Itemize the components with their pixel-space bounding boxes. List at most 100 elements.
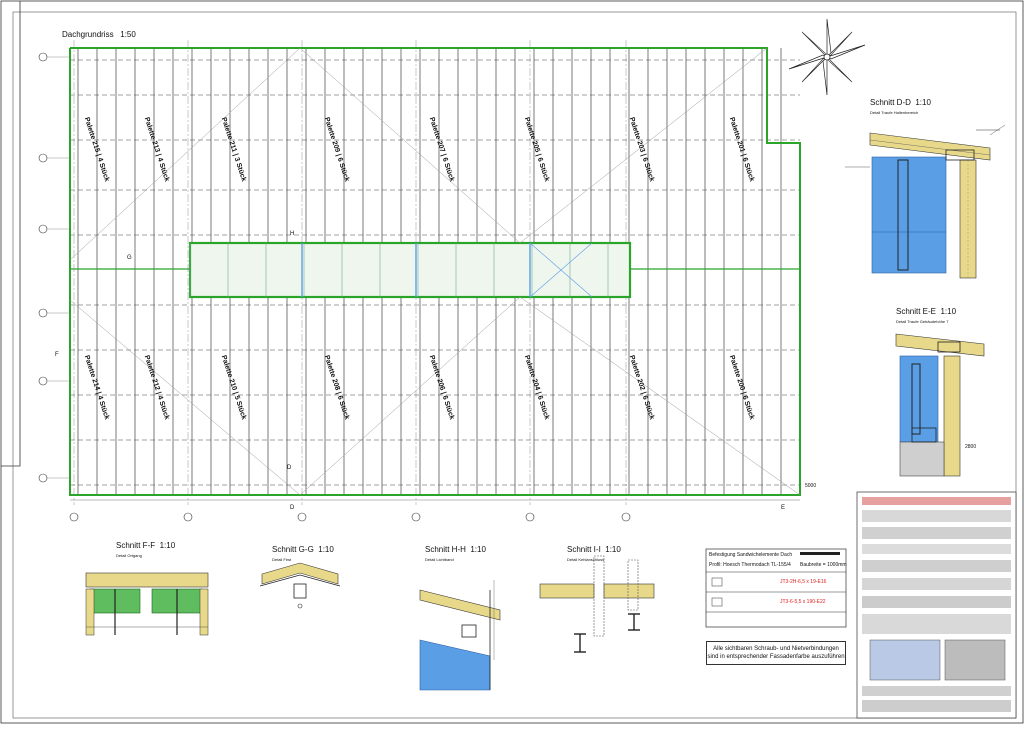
section-hh-sub: Detail Lichtband (425, 557, 454, 562)
plan-title-text: Dachgrundriss (62, 30, 114, 39)
axis-left (38, 52, 70, 483)
redacted-row (862, 527, 1011, 539)
section-ii-sub: Detail Kehlanschluss (567, 557, 605, 562)
title-block-redacted (862, 497, 1011, 712)
section-hh-title-text: Schnitt H-H (425, 545, 466, 554)
axis-bubble (38, 153, 48, 163)
section-ii-scale: 1:10 (605, 545, 621, 554)
axis-bubble (411, 512, 421, 522)
pallet-label-bottom: Palette 210 | 5 Stück (220, 354, 247, 420)
pallet-label-bottom: Palette 200 | 6 Stück (728, 354, 755, 420)
section-dd-detail (845, 124, 1006, 279)
section-ff-detail (85, 572, 209, 636)
pallet-label-bottom: Palette 204 | 6 Stück (523, 354, 550, 420)
pallet-label-bottom: Palette 214 | 4 Stück (83, 354, 110, 420)
redacted-row (862, 497, 1011, 505)
section-ee-title: Schnitt E-E 1:10 (896, 307, 956, 317)
inner-frame (12, 11, 1017, 719)
axis-bubble (525, 512, 535, 522)
skylight-band (188, 241, 632, 299)
section-mark-h: H (290, 231, 295, 237)
pallet-label-top: Palette 205 | 6 Stück (523, 116, 550, 182)
section-hh-detail (419, 580, 501, 691)
stamp-redacted (944, 639, 1006, 681)
north-arrow (788, 18, 866, 96)
section-ff-scale: 1:10 (159, 541, 176, 550)
redacted-row (862, 510, 1011, 522)
section-hh-scale: 1:10 (470, 545, 486, 554)
section-ff-sub: Detail Ortgang (116, 553, 142, 558)
plan-scale: 1:50 (120, 30, 136, 39)
bracing (69, 47, 801, 496)
section-dd-title: Schnitt D-D 1:10 (870, 98, 931, 108)
section-mark-d: D (287, 465, 292, 471)
fastening-title: Befestigung Sandwichelemente Dach (709, 552, 793, 558)
section-gg-sub: Detail First (272, 557, 292, 562)
dim-right: 2800 (965, 444, 977, 450)
section-dd-title-text: Schnitt D-D (870, 98, 911, 107)
section-mark-f: F (55, 352, 59, 358)
fastening-profile: Profil: Hoesch Thermodach TL-155/4 (709, 562, 791, 568)
axis-bottom (69, 499, 800, 522)
pallet-label-top: Palette 207 | 6 Stück (428, 116, 455, 182)
section-dd-sub: Detail Traufe Hallenbereich (870, 110, 919, 115)
axis-bubble (38, 376, 48, 386)
axis-bubble (38, 224, 48, 234)
section-ee-sub: Detail Traufe Gebäudehöhe 7 (896, 319, 949, 324)
logo-redacted (869, 639, 941, 681)
fastening-legend-box (705, 548, 847, 628)
section-ff-title-text: Schnitt F-F (116, 541, 156, 550)
axis-letter-d: D (290, 505, 295, 511)
pallet-label-bottom: Palette 206 | 6 Stück (428, 354, 455, 420)
section-ee-title-text: Schnitt E-E (896, 307, 937, 316)
redacted-row (862, 544, 1011, 554)
fastening-screw-2: JT3-6-5,5 x 190-E22 (780, 599, 826, 605)
section-ii-title-text: Schnitt I-I (567, 545, 601, 554)
axis-bubble (38, 52, 48, 62)
skylight-cells (189, 242, 609, 298)
title-block (856, 491, 1017, 719)
plan-title: Dachgrundriss 1:50 (62, 30, 136, 40)
axis-bubble (38, 308, 48, 318)
pallet-label-bottom: Palette 202 | 6 Stück (628, 354, 655, 420)
redacted-row (862, 700, 1011, 712)
section-gg-title: Schnitt G-G 1:10 (272, 545, 334, 555)
pallet-label-bottom: Palette 208 | 6 Stück (323, 354, 350, 420)
fastening-screw-1: JT3-2H-6,5 x 19-E16 (780, 579, 827, 585)
pallet-label-top: Palette 211 | 3 Stück (220, 117, 247, 183)
section-ii-title: Schnitt I-I 1:10 (567, 545, 621, 555)
redacted-row (862, 686, 1011, 696)
section-gg-detail (259, 562, 341, 609)
redacted-row (862, 578, 1011, 590)
axis-bubble (621, 512, 631, 522)
axis-letter-e: E (781, 505, 786, 511)
pallet-label-top: Palette 201 | 6 Stück (728, 116, 755, 182)
pallet-label-bottom: Palette 212 | 4 Stück (143, 354, 170, 420)
axis-bubble (69, 512, 79, 522)
section-ee-detail (895, 333, 985, 477)
axis-bubble (183, 512, 193, 522)
section-gg-scale: 1:10 (318, 545, 334, 554)
dim-total: 5000 (805, 483, 817, 489)
binding-margin (1, 1, 21, 467)
section-gg-title-text: Schnitt G-G (272, 545, 314, 554)
pallet-label-top: Palette 203 | 6 Stück (628, 116, 655, 182)
fastening-width: Baubreite = 1000mm (800, 562, 847, 568)
redacted-row (862, 560, 1011, 572)
section-dd-scale: 1:10 (915, 98, 931, 107)
section-ee-scale: 1:10 (940, 307, 957, 316)
section-ii-detail (539, 555, 655, 653)
pallet-label-top: Palette 215 | 4 Stück (83, 116, 110, 182)
pallet-label-top: Palette 209 | 6 Stück (323, 116, 350, 182)
section-mark-g: G (127, 255, 132, 261)
roof-plan: Palette 215 | 4 Stück Palette 213 | 4 Stü… (38, 40, 801, 522)
redacted-row (862, 596, 1011, 608)
section-hh-title: Schnitt H-H 1:10 (425, 545, 486, 555)
skylight-brace (529, 242, 593, 298)
axis-bubble (297, 512, 307, 522)
redacted-row (862, 614, 1011, 634)
pallet-label-top: Palette 213 | 4 Stück (143, 116, 170, 182)
